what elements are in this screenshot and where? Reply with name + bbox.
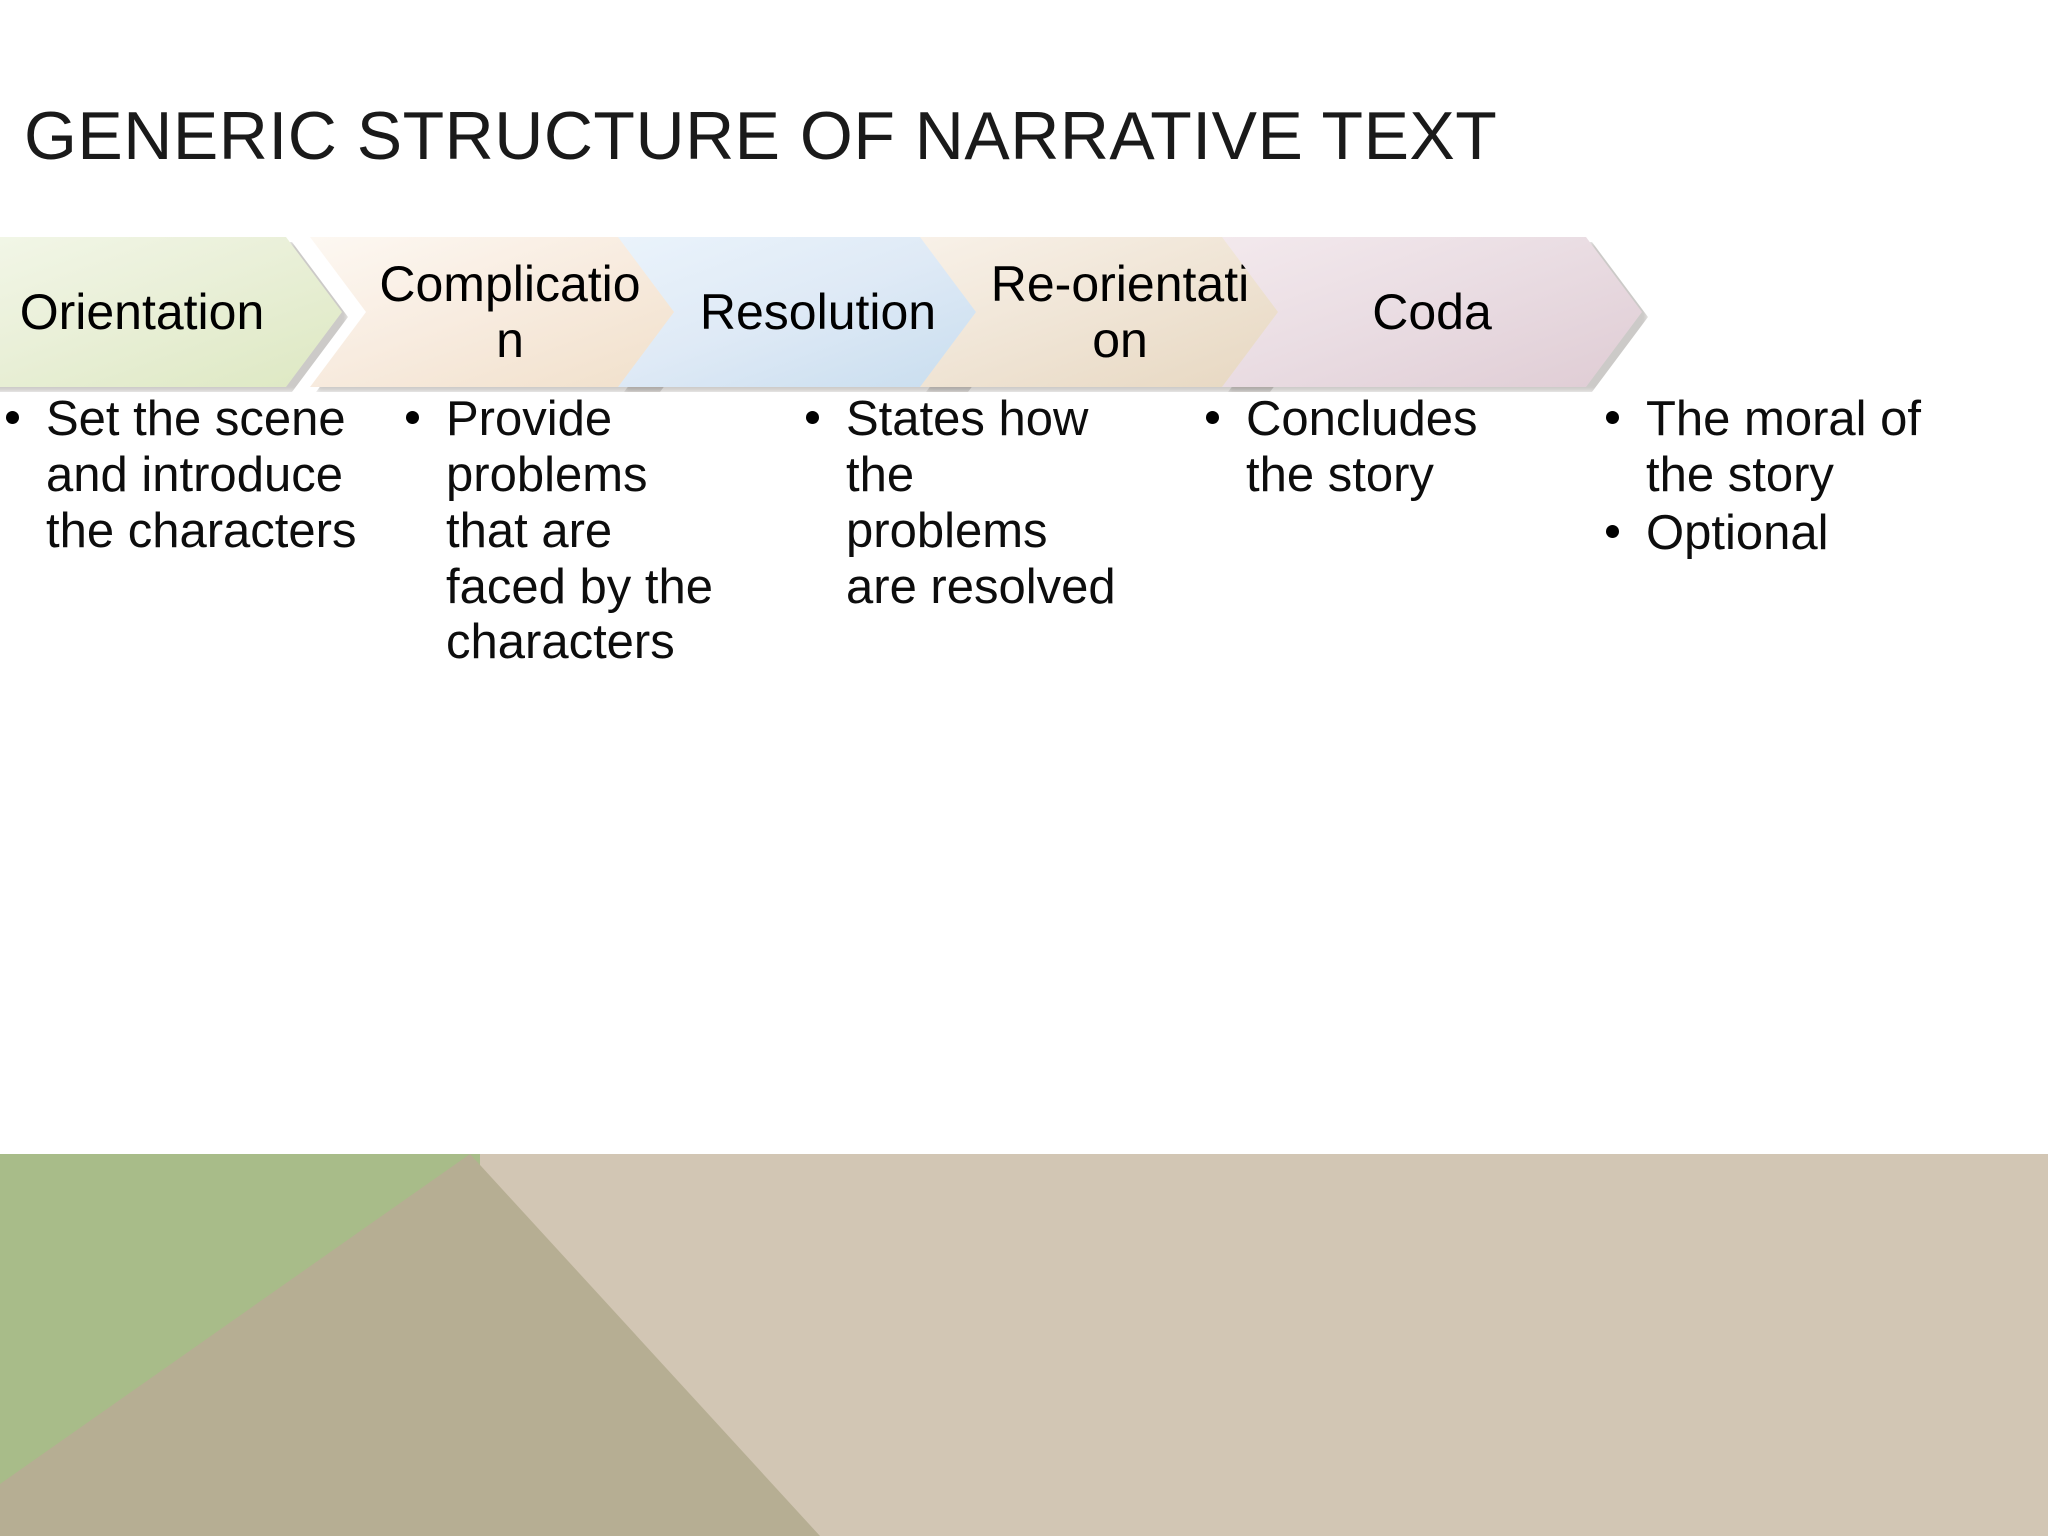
- list-item: Set the scene and introduce the characte…: [0, 392, 374, 560]
- chevron-label-coda: Coda: [1372, 284, 1492, 340]
- list-item: Provide problems that are faced by the c…: [400, 392, 736, 671]
- bullet-text: Optional: [1646, 505, 1829, 560]
- bullet-text: The moral of the story: [1646, 392, 1922, 502]
- bullet-text: Provide problems that are faced by the c…: [446, 392, 713, 670]
- bullet-list-complication: Provide problems that are faced by the c…: [400, 392, 736, 671]
- bullet-dot-icon: [1606, 524, 1619, 538]
- bullet-list-re-orientation: Concludes the story: [1200, 392, 1530, 504]
- page-title: GENERIC STRUCTURE OF NARRATIVE TEXT: [24, 97, 1498, 174]
- chevron-label-complication: Complication: [379, 256, 641, 368]
- bullet-column-coda: The moral of the story Optional: [1600, 392, 1940, 564]
- chevron-label-orientation: Orientation: [19, 284, 265, 340]
- chevron-stage-coda[interactable]: Coda: [1222, 237, 1642, 387]
- slide-decoration-band: [0, 1154, 2048, 1536]
- chevron-label-resolution: Resolution: [699, 284, 937, 340]
- bullet-dot-icon: [406, 411, 419, 424]
- list-item: Concludes the story: [1200, 392, 1530, 504]
- bullet-list-coda: The moral of the story Optional: [1600, 392, 1940, 562]
- chevron-stage-orientation[interactable]: Orientation: [0, 237, 342, 387]
- list-item: States how the problems are resolved: [800, 392, 1120, 615]
- list-item: Optional: [1600, 506, 1940, 562]
- bullet-text: Set the scene and introduce the characte…: [46, 392, 357, 558]
- bullet-list-resolution: States how the problems are resolved: [800, 392, 1120, 615]
- bullet-column-re-orientation: Concludes the story: [1200, 392, 1530, 506]
- bullet-column-complication: Provide problems that are faced by the c…: [400, 392, 736, 673]
- bullet-list-orientation: Set the scene and introduce the characte…: [0, 392, 374, 560]
- bullet-dot-icon: [806, 411, 819, 424]
- bullet-dot-icon: [1206, 411, 1219, 424]
- bullet-column-resolution: States how the problems are resolved: [800, 392, 1120, 617]
- bullet-column-orientation: Set the scene and introduce the characte…: [0, 392, 374, 562]
- bullet-dot-icon: [6, 411, 19, 424]
- stage-description-columns: Set the scene and introduce the characte…: [0, 392, 2048, 912]
- chevron-label-re-orientation: Re-orientation: [990, 256, 1250, 368]
- bullet-dot-icon: [1606, 411, 1619, 424]
- bullet-text: Concludes the story: [1246, 392, 1478, 502]
- process-chevron-band: Orientation Complication Resolution Re-o…: [0, 237, 2048, 387]
- bullet-text: States how the problems are resolved: [846, 392, 1116, 614]
- list-item: The moral of the story: [1600, 392, 1940, 504]
